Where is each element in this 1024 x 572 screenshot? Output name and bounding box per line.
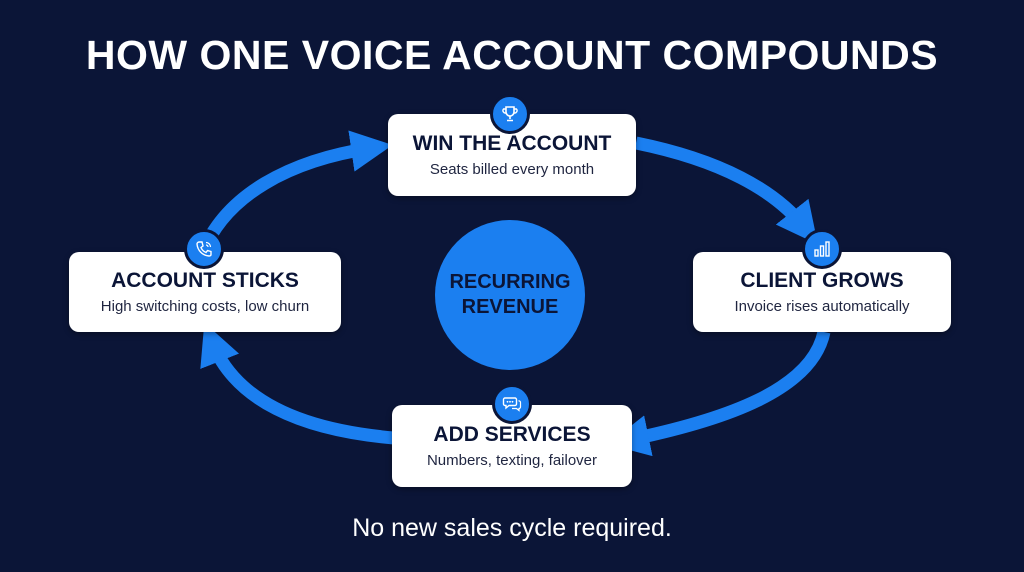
trophy-icon: [490, 94, 530, 134]
arrow-services-to-sticks: [200, 322, 395, 445]
node-services-title: ADD SERVICES: [433, 422, 591, 446]
arrow-grows-to-services: [607, 330, 831, 457]
node-sticks-subtitle: High switching costs, low churn: [100, 297, 310, 315]
node-grows-title: CLIENT GROWS: [740, 268, 904, 292]
chat-bubbles-icon: [492, 384, 532, 424]
arrow-win-to-grows: [634, 136, 818, 245]
node-grows-subtitle: Invoice rises automatically: [734, 297, 910, 315]
bar-chart-icon: [802, 229, 842, 269]
node-sticks-title: ACCOUNT STICKS: [111, 268, 299, 292]
node-services-subtitle: Numbers, texting, failover: [426, 451, 598, 469]
footer-note: No new sales cycle required.: [352, 514, 672, 542]
hub-line-2: REVENUE: [461, 296, 559, 318]
node-win-subtitle: Seats billed every month: [429, 160, 595, 178]
node-add-services: ADD SERVICES Numbers, texting, failover: [392, 405, 632, 487]
hub-line-1: RECURRING: [449, 271, 571, 293]
node-win-title: WIN THE ACCOUNT: [412, 131, 612, 155]
node-win-the-account: WIN THE ACCOUNT Seats billed every month: [388, 114, 636, 196]
arrow-sticks-to-win: [195, 130, 393, 257]
phone-icon: [184, 229, 224, 269]
recurring-revenue-hub: RECURRING REVENUE: [435, 220, 585, 370]
diagram-title: HOW ONE VOICE ACCOUNT COMPOUNDS: [85, 32, 939, 78]
